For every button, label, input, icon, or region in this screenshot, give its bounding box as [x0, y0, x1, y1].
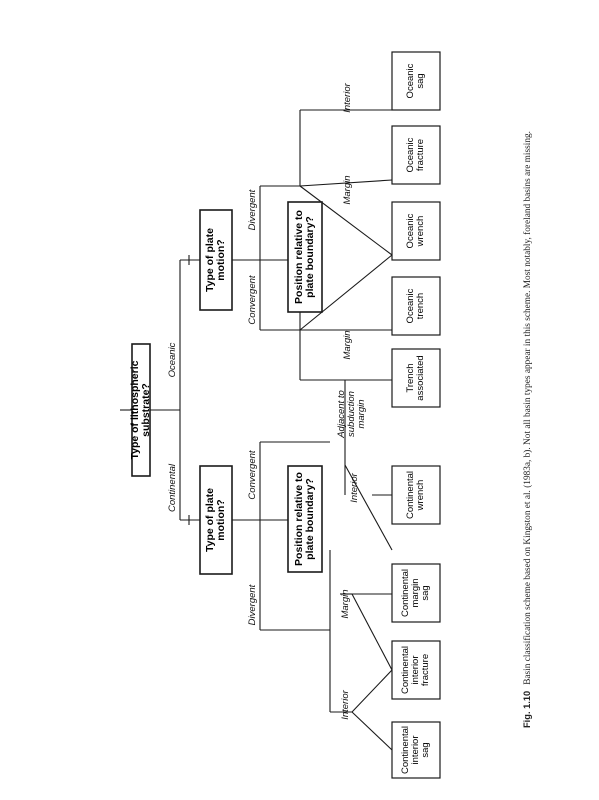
cont-conv-margin-to-wrench — [344, 464, 393, 551]
ocean-div-to-wrench — [299, 185, 393, 256]
ocean-div-to-fracture — [299, 179, 393, 187]
basin-oceanic-wrench: Oceanic wrench — [405, 213, 426, 249]
cont-margin-to-fracture — [351, 593, 393, 671]
figure-caption: Fig. 1.10 Basin classification scheme bas… — [522, 131, 533, 728]
caption-text: Basin classification scheme based on Kin… — [523, 131, 533, 685]
ocean-motion-box — [199, 209, 233, 311]
label-cont-interior: Interior — [340, 690, 351, 720]
label-ocean-convergent: Convergent — [247, 275, 258, 325]
cont-position-box — [287, 465, 323, 573]
root-question-box — [131, 343, 151, 477]
basin-box-4 — [391, 465, 441, 525]
ocean-position-box — [287, 201, 323, 313]
basin-continental-margin-sag: Continental margin sag — [400, 568, 431, 618]
basin-continental-interior-fracture: Continental interior fracture — [400, 645, 431, 695]
basin-box-1 — [391, 721, 441, 779]
label-cont-adjacent: Adjacent to subduction margin — [336, 390, 367, 438]
label-cont-divergent: Divergent — [247, 584, 258, 626]
basin-oceanic-sag: Oceanic sag — [405, 63, 426, 99]
cont-int-to-fracture — [351, 669, 393, 713]
basin-continental-wrench: Continental wrench — [405, 470, 426, 520]
label-ocean-margin-conv: Margin — [342, 330, 353, 360]
basin-box-6 — [391, 276, 441, 336]
label-cont-convergent: Convergent — [247, 450, 258, 500]
basin-oceanic-fracture: Oceanic fracture — [405, 137, 426, 173]
cont-int-to-sag — [351, 711, 393, 751]
root-question: Type of lithospheric substrate? — [129, 360, 152, 460]
ocean-position-question: Position relative to plate boundary? — [293, 210, 316, 304]
basin-oceanic-trench: Oceanic trench — [405, 288, 426, 324]
basin-trench-associated: Trench associated — [405, 355, 426, 401]
label-cont-conv-interior: Interior — [349, 473, 360, 503]
cont-position-question: Position relative to plate boundary? — [293, 472, 316, 566]
ocean-motion-question: Type of plate motion? — [204, 228, 227, 292]
branch-label-continental: Continental — [167, 463, 178, 513]
caption-label: Fig. 1.10 — [522, 690, 532, 728]
basin-box-5 — [391, 348, 441, 408]
basin-continental-interior-sag: Continental interior sag — [400, 725, 431, 775]
label-ocean-divergent: Divergent — [247, 189, 258, 231]
label-ocean-margin-div: Margin — [342, 175, 353, 205]
basin-box-9 — [391, 51, 441, 111]
label-ocean-interior: Interior — [342, 83, 353, 113]
label-cont-margin: Margin — [340, 589, 351, 619]
basin-box-7 — [391, 201, 441, 261]
ocean-margin-to-wrench — [299, 254, 393, 331]
basin-box-3 — [391, 563, 441, 623]
basin-box-2 — [391, 640, 441, 700]
branch-label-oceanic: Oceanic — [167, 342, 178, 378]
cont-motion-question: Type of plate motion? — [204, 488, 227, 552]
cont-motion-box — [199, 465, 233, 575]
basin-box-8 — [391, 125, 441, 185]
